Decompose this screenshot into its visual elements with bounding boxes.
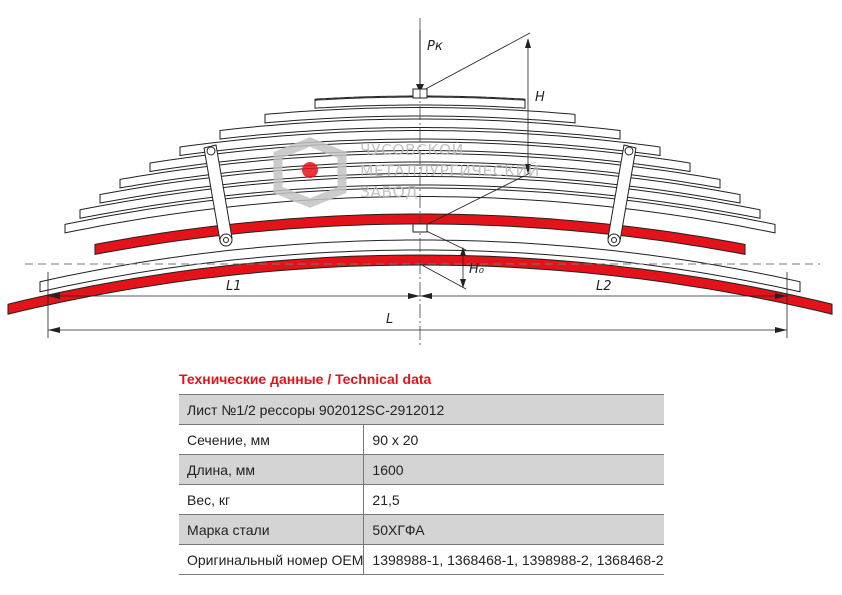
- spec-value: 1600: [363, 454, 664, 485]
- spec-header-row: Лист №1/2 рессоры 902012SC-2912012: [179, 394, 664, 425]
- watermark-line3: ЗАВОД: [360, 183, 418, 201]
- spec-label: Сечение, мм: [179, 424, 364, 455]
- graduated-leaf: [179, 130, 661, 157]
- main-leaf-lower: [7, 254, 833, 315]
- height-label: H: [535, 90, 545, 105]
- l2-arrow-right: [775, 293, 787, 299]
- l-arrow-left: [48, 327, 60, 333]
- l2-arrow-left: [420, 293, 432, 299]
- h-arrow-bottom: [525, 164, 531, 174]
- table-row: Сечение, мм 90 х 20: [179, 424, 664, 455]
- h-leader-top: [419, 32, 531, 93]
- spec-value: 90 х 20: [363, 424, 664, 455]
- spec-value: 50ХГФА: [363, 514, 664, 545]
- length-label: L: [386, 312, 393, 327]
- length1-label: L1: [226, 279, 242, 294]
- second-leaf-red: [94, 213, 746, 256]
- l1-arrow-left: [48, 293, 60, 299]
- table-row: Вес, кг 21,5: [179, 484, 664, 515]
- h-leader-bottom: [419, 172, 531, 229]
- right-spring-clip: [607, 144, 637, 247]
- main-leaf-upper: [39, 239, 801, 293]
- spring-leaves: [7, 95, 833, 315]
- spec-label: Марка стали: [179, 514, 364, 545]
- spec-header-cell: Лист №1/2 рессоры 902012SC-2912012: [179, 394, 664, 425]
- h0-leader-2: [419, 263, 467, 290]
- spec-value: 21,5: [363, 484, 664, 515]
- table-row: Длина, мм 1600: [179, 454, 664, 485]
- left-spring-clip: [203, 144, 233, 247]
- spec-title: Технические данные / Technical data: [179, 371, 432, 387]
- watermark-line1: ЧУСОВСКОЙ: [360, 140, 464, 159]
- center-bolt-head: [412, 223, 428, 233]
- spec-label: Вес, кг: [179, 484, 364, 515]
- h0-leader: [419, 227, 467, 251]
- h0-arrow-bottom: [460, 279, 466, 288]
- watermark-line2: МЕТАЛЛУРГИЧЕСКИЙ: [360, 161, 540, 180]
- height0-label: H₀: [469, 262, 485, 277]
- spec-value: 1398988-1, 1368468-1, 1398988-2, 1368468…: [363, 544, 664, 575]
- table-row: Марка стали 50ХГФА: [179, 514, 664, 545]
- leaf-spring-drawing: Pк H H₀ L1 L2 L ЧУСОВ: [7, 18, 833, 345]
- force-label: Pк: [427, 39, 443, 54]
- l-arrow-right: [775, 327, 787, 333]
- watermark-logo-shape: [273, 137, 347, 208]
- spec-label: Оригинальный номер OEM: [179, 544, 364, 575]
- watermark-logo: ЧУСОВСКОЙ МЕТАЛЛУРГИЧЕСКИЙ ЗАВОД: [273, 137, 540, 208]
- table-row: Оригинальный номер OEM 1398988-1, 136846…: [179, 544, 664, 575]
- h0-arrow-top: [460, 247, 466, 256]
- graduated-leaf: [79, 176, 761, 219]
- l1-arrow-right: [408, 293, 420, 299]
- watermark-logo-dot: [302, 162, 318, 178]
- graduated-leaf: [219, 118, 621, 140]
- h-arrow-top: [525, 38, 531, 48]
- length2-label: L2: [596, 279, 612, 294]
- spec-label: Длина, мм: [179, 454, 364, 485]
- spec-table: Лист №1/2 рессоры 902012SC-2912012 Сечен…: [179, 394, 664, 575]
